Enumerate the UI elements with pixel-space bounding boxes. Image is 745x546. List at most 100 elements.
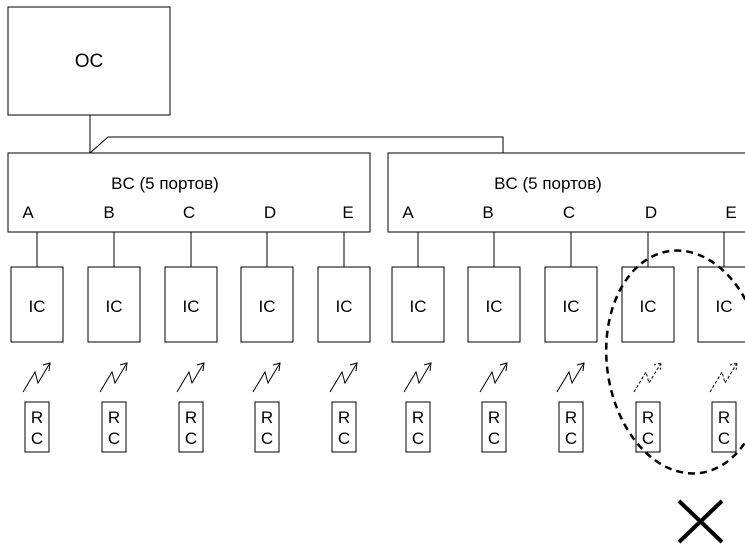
rc-label-c: C (108, 429, 120, 448)
bc-right-port-c: C (563, 203, 575, 222)
device-column: IC RC (317, 232, 371, 453)
ic-label: IC (106, 297, 123, 316)
device-column: IC RC (10, 232, 64, 453)
rc-label-r: R (185, 408, 197, 427)
device-column: IC RC (240, 232, 294, 453)
ic-label: IC (29, 297, 46, 316)
ic-label: IC (563, 297, 580, 316)
ic-box (317, 266, 371, 343)
ic-label: IC (259, 297, 276, 316)
wireless-arrowhead (42, 362, 51, 372)
rc-box (711, 401, 737, 453)
ic-label: IC (486, 297, 503, 316)
rc-label-c: C (338, 429, 350, 448)
wireless-arrowhead (729, 362, 738, 372)
wireless-link-icon (329, 362, 358, 393)
bc-right-port-b: B (482, 203, 493, 222)
wireless-arrowhead (119, 362, 128, 372)
oc-to-bc-links (89, 115, 504, 154)
bc-right: BC (5 портов) A B C D E (387, 152, 745, 233)
ic-box (164, 266, 218, 343)
rc-label-r: R (31, 408, 43, 427)
oc-label: OC (75, 51, 104, 72)
rc-label-c: C (565, 429, 577, 448)
rc-label-r: R (108, 408, 120, 427)
device-column: IC RC (544, 232, 598, 453)
rc-box (331, 401, 357, 453)
device-column: IC RC (697, 232, 745, 453)
wireless-link-icon (709, 362, 738, 393)
rc-box (405, 401, 431, 453)
rc-label-r: R (338, 408, 350, 427)
wireless-link-icon (479, 362, 508, 393)
rc-box (558, 401, 584, 453)
wireless-arrowhead (576, 362, 585, 372)
ic-box (391, 266, 445, 343)
rc-label-r: R (412, 408, 424, 427)
oc-node: OC (7, 6, 171, 116)
failure-region-outline (604, 249, 745, 475)
ic-box (467, 266, 521, 343)
ic-box (697, 266, 745, 343)
bc-right-port-a: A (402, 203, 414, 222)
bc-right-port-e: E (725, 203, 736, 222)
rc-box (254, 401, 280, 453)
wireless-link-icon (22, 362, 51, 393)
device-column: IC RC (621, 232, 675, 453)
bc-left-port-c: C (183, 203, 195, 222)
bc-left-port-a: A (22, 203, 34, 222)
bc-left-title: BC (5 портов) (111, 174, 219, 193)
wireless-arrowhead (653, 362, 662, 372)
device-column: IC RC (467, 232, 521, 453)
rc-label-r: R (565, 408, 577, 427)
ic-box (10, 266, 64, 343)
rc-label-r: R (642, 408, 654, 427)
wireless-link-icon (252, 362, 281, 393)
rc-box (101, 401, 127, 453)
bc-right-port-d: D (645, 203, 657, 222)
rc-label-c: C (261, 429, 273, 448)
rc-box (635, 401, 661, 453)
wireless-link-icon (176, 362, 205, 393)
rc-label-r: R (718, 408, 730, 427)
wireless-arrowhead (196, 362, 205, 372)
ic-label: IC (410, 297, 427, 316)
rc-label-c: C (412, 429, 424, 448)
rc-label-c: C (642, 429, 654, 448)
wireless-arrowhead (272, 362, 281, 372)
bc-left-port-e: E (342, 203, 353, 222)
rc-label-c: C (488, 429, 500, 448)
wireless-link-icon (99, 362, 128, 393)
wireless-link-icon (403, 362, 432, 393)
bc-left: BC (5 портов) A B C D E (7, 152, 371, 233)
wireless-link-icon (556, 362, 585, 393)
rc-label-c: C (31, 429, 43, 448)
ic-label: IC (716, 297, 733, 316)
ic-label: IC (336, 297, 353, 316)
rc-box (481, 401, 507, 453)
bc-left-port-b: B (103, 203, 114, 222)
wireless-arrowhead (349, 362, 358, 372)
wireless-link-icon (633, 362, 662, 393)
rc-label-r: R (488, 408, 500, 427)
wireless-arrowhead (499, 362, 508, 372)
ic-label: IC (183, 297, 200, 316)
ic-box (240, 266, 294, 343)
ic-label: IC (640, 297, 657, 316)
rc-label-r: R (261, 408, 273, 427)
ic-box (544, 266, 598, 343)
failure-x-mark (677, 499, 724, 544)
bc-left-port-d: D (264, 203, 276, 222)
bc-right-title: BC (5 портов) (494, 174, 602, 193)
rc-box (24, 401, 50, 453)
wireless-arrowhead (423, 362, 432, 372)
rc-label-c: C (718, 429, 730, 448)
ic-box (87, 266, 141, 343)
ic-box (621, 266, 675, 343)
device-column: IC RC (391, 232, 445, 453)
rc-box (178, 401, 204, 453)
device-column: IC RC (87, 232, 141, 453)
